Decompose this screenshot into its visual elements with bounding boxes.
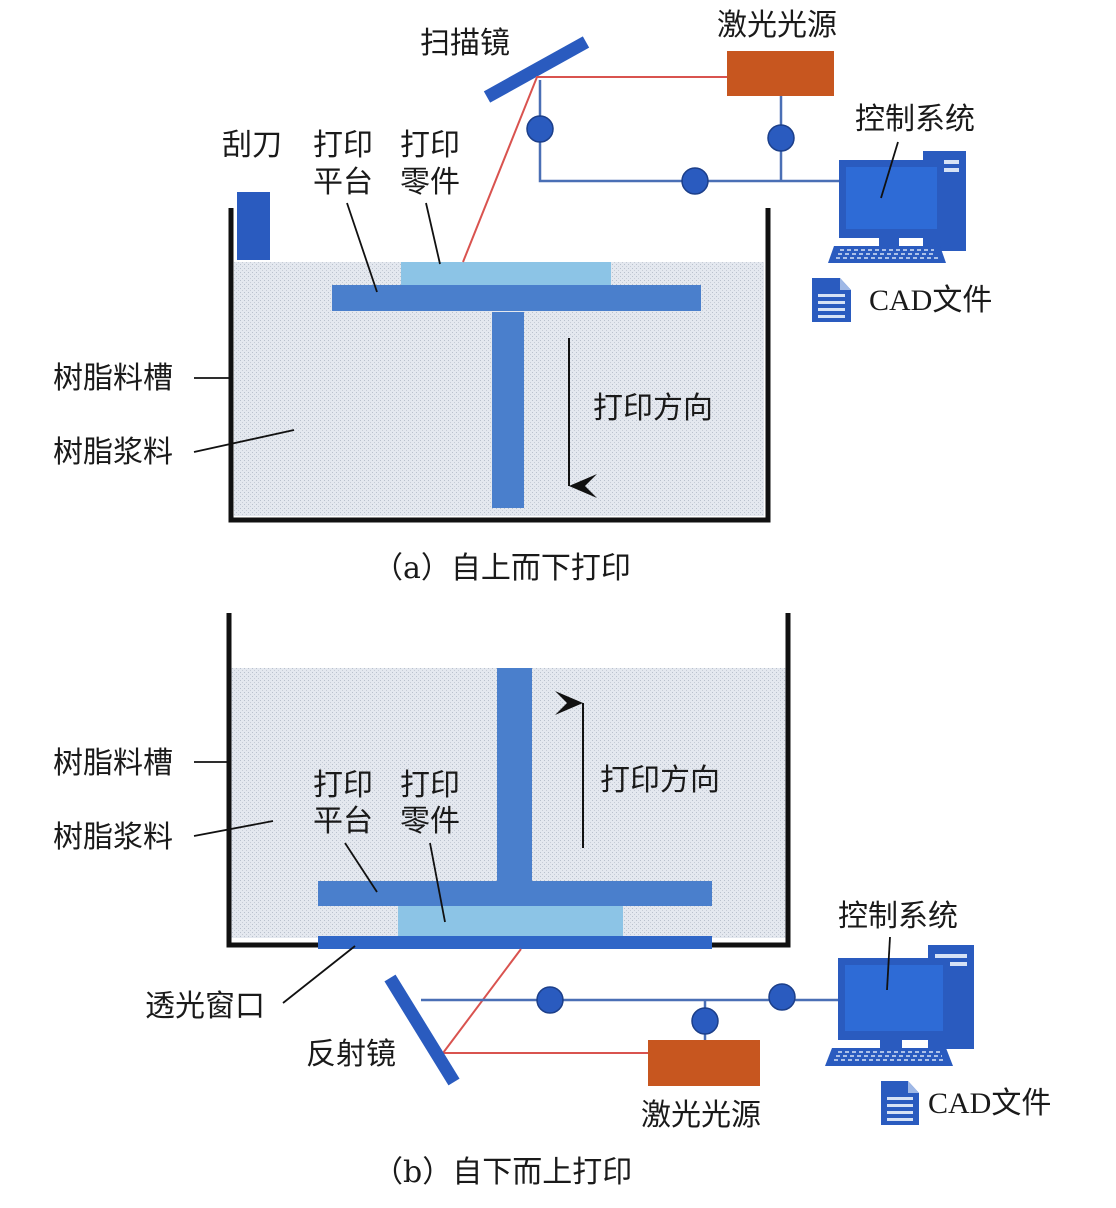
caption-a: （a）自上而下打印: [373, 551, 631, 586]
print-platform-b: [318, 881, 712, 906]
resin-tank-a: [228, 208, 771, 523]
computer-icon: [825, 945, 974, 1066]
leader-window: [282, 945, 356, 1004]
caption-b: （b）自下而上打印: [373, 1155, 632, 1190]
label-part-a-1: 打印: [400, 128, 460, 163]
print-part-a: [401, 262, 611, 285]
label-platform-b-2: 平台: [313, 804, 373, 839]
platform-stem-b: [497, 668, 532, 881]
label-part-b-2: 零件: [400, 804, 460, 839]
joint-b3: [768, 983, 796, 1011]
file-icon: [812, 278, 851, 322]
leader-platform-b: [344, 842, 378, 893]
joint-b2: [691, 1007, 719, 1035]
laser-source-b: [648, 1040, 760, 1086]
file-icon: [881, 1081, 919, 1125]
leader-part-a: [425, 202, 441, 265]
computer-icon: [828, 151, 966, 263]
leader-resin-a: [193, 429, 295, 453]
leader-platform-a: [346, 202, 378, 293]
scan-mirror-a: [483, 36, 590, 103]
label-platform-b-1: 打印: [313, 768, 373, 803]
print-part-b: [398, 906, 623, 936]
label-window: 透光窗口: [145, 989, 265, 1024]
label-resin-tank-b: 树脂料槽: [53, 746, 173, 781]
joint-b1: [536, 986, 564, 1014]
transparent-window: [318, 936, 712, 949]
leader-control-a: [880, 141, 899, 199]
resin-tank-b: [226, 613, 318, 948]
laser-source-a: [727, 51, 834, 96]
label-reflector-mirror: 反射镜: [306, 1037, 396, 1072]
leader-resin-b: [193, 820, 274, 837]
label-cad-file-b: CAD文件: [928, 1087, 1051, 1120]
blade-a: [237, 192, 270, 260]
label-platform-a-2: 平台: [313, 165, 373, 200]
laser-beam-a: [462, 76, 727, 263]
leader-part-b: [429, 842, 446, 923]
joint-a2: [767, 124, 795, 152]
control-wire-a: [538, 80, 840, 183]
label-resin-slurry-b: 树脂浆料: [53, 820, 173, 855]
label-laser-source-b: 激光光源: [641, 1098, 761, 1133]
label-control-system-a: 控制系统: [855, 102, 975, 137]
print-platform-a: [332, 285, 701, 311]
label-direction-b: 打印方向: [600, 763, 720, 798]
label-resin-slurry-a: 树脂浆料: [53, 435, 173, 470]
leader-control-b: [886, 936, 891, 991]
panel-b: 树脂料槽 树脂浆料 打印 平台 打印 零件 打印方向 控制系统 透光窗口 反射镜…: [53, 613, 1051, 1190]
label-scanner-mirror: 扫描镜: [420, 26, 510, 61]
label-platform-a-1: 打印: [313, 128, 373, 163]
reflector-mirror: [384, 974, 460, 1086]
label-resin-tank-a: 树脂料槽: [53, 361, 173, 396]
label-part-b-1: 打印: [400, 768, 460, 803]
joint-a3: [681, 167, 709, 195]
label-part-a-2: 零件: [400, 165, 460, 200]
label-laser-source-a: 激光光源: [717, 8, 837, 43]
label-blade: 刮刀: [222, 128, 282, 163]
joint-a1: [526, 115, 554, 143]
label-control-system-b: 控制系统: [838, 899, 958, 934]
platform-stem-a: [492, 312, 524, 508]
label-cad-file-a: CAD文件: [869, 284, 992, 317]
label-direction-a: 打印方向: [593, 391, 713, 426]
panel-a: 扫描镜 激光光源 控制系统 CAD文件 刮刀 打印 平台 打印 零件 树脂料槽 …: [53, 8, 992, 586]
